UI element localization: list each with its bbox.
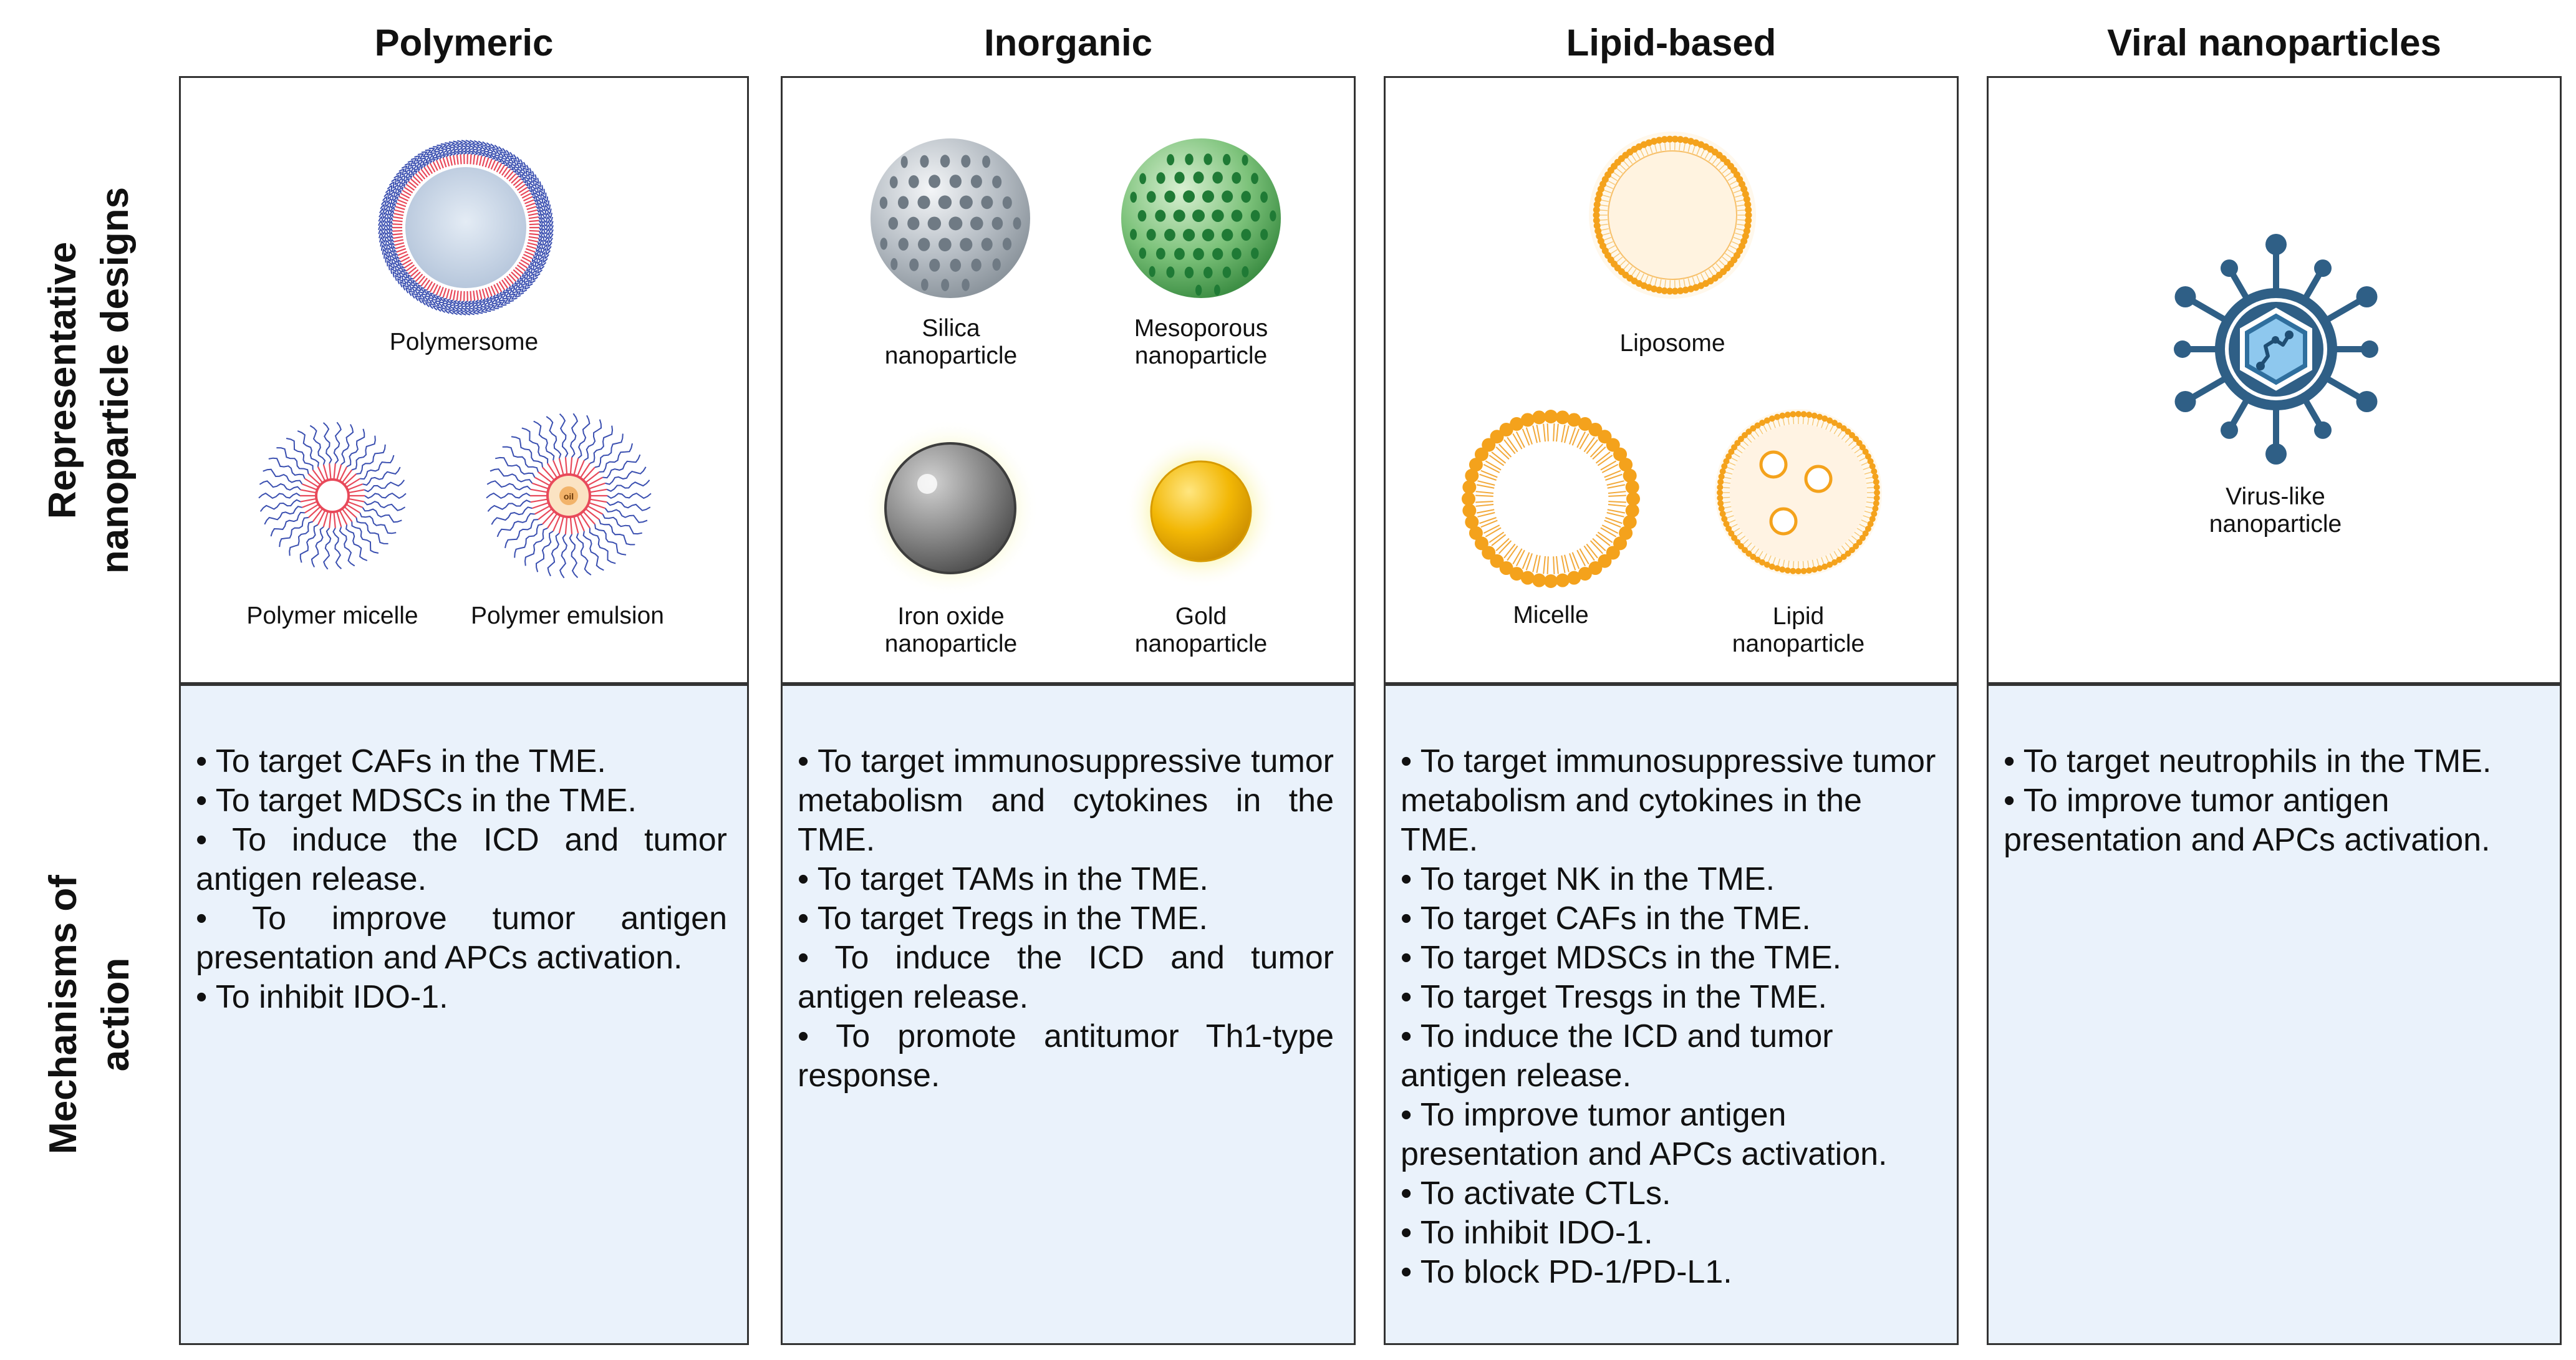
virus-label-line2: nanoparticle [2209,511,2342,538]
mesoporous-label-line1: Mesoporous [1134,315,1268,342]
polymer-micelle-icon [258,422,407,570]
polymersome-icon [378,140,554,316]
iron-oxide-nanoparticle-icon [862,420,1039,597]
column-title-polymeric: Polymeric [374,21,554,64]
gold-label-line1: Gold [1175,603,1227,630]
inorganic-mechanisms-list: • To target immunosuppressive tumor meta… [798,742,1334,1096]
polymer-emulsion-icon: oil [486,413,652,579]
liposome-label: Liposome [1619,330,1725,357]
mechanism-item: • To improve tumor antigen presentation … [1401,1097,1888,1172]
gold-nanoparticle-icon [1124,435,1278,588]
viral-mechanisms-list: • To target neutrophils in the TME. • To… [2004,742,2540,860]
mechanism-item: • To induce the ICD and tumor antigen re… [196,822,727,897]
iron-oxide-label-line1: Iron oxide [897,603,1005,630]
mechanism-item: • To target CAFs in the TME. [196,743,606,779]
viral-mechanisms-cell: • To target neutrophils in the TME. • To… [1987,684,2562,1345]
mechanism-item: • To improve tumor antigen presentation … [2004,783,2491,858]
mechanism-item: • To target immunosuppressive tumor meta… [1401,743,1936,858]
gold-label-line2: nanoparticle [1134,630,1268,657]
mechanism-item: • To activate CTLs. [1401,1175,1671,1212]
polymer-emulsion-label: Polymer emulsion [471,602,664,629]
mechanism-item: • To target CAFs in the TME. [1401,900,1811,937]
row-label-designs-line2: nanoparticle designs [94,186,137,574]
iron-oxide-label-line2: nanoparticle [884,630,1018,657]
row-label-mechanisms-line2: action [94,957,137,1072]
mechanism-item: • To induce the ICD and tumor antigen re… [798,940,1334,1015]
mechanism-item: • To block PD-1/PD-L1. [1401,1254,1732,1290]
mechanism-item: • To target NK in the TME. [1401,861,1775,897]
mechanism-item: • To induce the ICD and tumor antigen re… [1401,1018,1833,1094]
mechanism-item: • To promote antitumor Th1-type response… [798,1018,1334,1094]
liposome-icon [1589,132,1756,299]
mechanism-item: • To target neutrophils in the TME. [2004,743,2492,779]
row-label-designs-line1: Representative [41,241,85,519]
virus-like-nanoparticle-icon [2174,234,2378,465]
polymeric-mechanisms-list: • To target CAFs in the TME. • To target… [196,742,727,1017]
svg-text:oil: oil [564,491,574,501]
silica-label-line1: Silica [922,315,980,342]
polymer-micelle-label: Polymer micelle [246,602,418,629]
mechanism-item: • To target Tresgs in the TME. [1401,979,1827,1015]
polymersome-label: Polymersome [389,329,539,355]
mechanism-item: • To target immunosuppressive tumor meta… [798,743,1334,858]
polymeric-mechanisms-cell: • To target CAFs in the TME. • To target… [179,684,749,1345]
mechanism-item: • To target MDSCs in the TME. [196,783,637,819]
mechanism-item: • To target MDSCs in the TME. [1401,940,1841,976]
micelle-label: Micelle [1513,602,1589,629]
mesoporous-label-line2: nanoparticle [1134,342,1268,369]
row-label-mechanisms-line1: Mechanisms of [41,875,85,1154]
polymeric-designs-cell: Polymersome Polymer micelle oil Polymer … [179,76,749,684]
lipid-based-mechanisms-cell: • To target immunosuppressive tumor meta… [1384,684,1959,1345]
mechanism-item: • To inhibit IDO-1. [196,979,448,1015]
mechanism-item: • To inhibit IDO-1. [1401,1215,1653,1251]
lipid-based-mechanisms-list: • To target immunosuppressive tumor meta… [1401,742,1937,1292]
mesoporous-nanoparticle-icon [1121,138,1281,298]
inorganic-mechanisms-cell: • To target immunosuppressive tumor meta… [781,684,1356,1345]
silica-label-line2: nanoparticle [884,342,1018,369]
column-title-inorganic: Inorganic [983,21,1153,64]
lipid-nanoparticle-icon [1715,409,1882,576]
mechanism-item: • To target TAMs in the TME. [798,861,1208,897]
silica-nanoparticle-icon [871,138,1030,298]
lipid-np-label-line1: Lipid [1772,603,1825,630]
micelle-icon [1462,410,1640,588]
mechanism-item: • To target Tregs in the TME. [798,900,1208,937]
column-title-viral-nanoparticles: Viral nanoparticles [2107,21,2441,64]
mechanism-item: • To improve tumor antigen presentation … [196,900,727,976]
virus-label-line1: Virus-like [2226,483,2325,510]
lipid-np-label-line2: nanoparticle [1732,630,1865,657]
column-title-lipid-based: Lipid-based [1566,21,1777,64]
